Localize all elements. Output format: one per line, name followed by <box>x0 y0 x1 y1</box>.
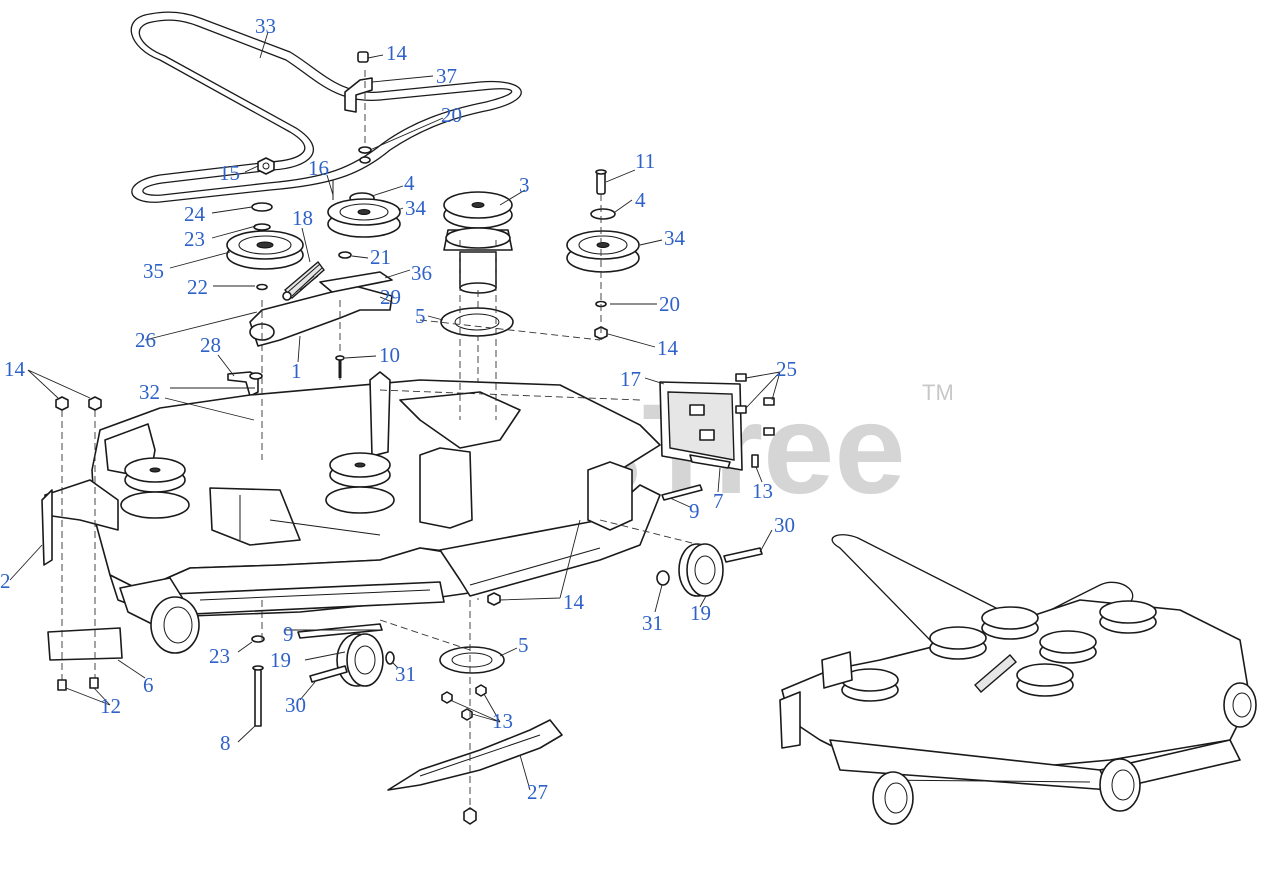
callout-5: 5 <box>518 633 529 657</box>
callout-31: 31 <box>642 611 663 635</box>
pulley-34-right <box>566 169 640 340</box>
callout-17: 17 <box>620 367 641 391</box>
assembly-guides <box>261 240 701 651</box>
callout-8: 8 <box>220 731 231 755</box>
spring-18 <box>282 260 325 301</box>
callout-7: 7 <box>713 489 724 513</box>
bolt-8 <box>251 635 265 727</box>
callout-numbers: 33 14 37 20 15 16 4 34 3 11 4 24 23 18 3… <box>0 14 797 804</box>
callout-30: 30 <box>774 513 795 537</box>
callout-3: 3 <box>519 173 530 197</box>
front-bracket-17 <box>659 373 775 471</box>
callout-10: 10 <box>379 343 400 367</box>
callout-5: 5 <box>415 304 426 328</box>
callout-4: 4 <box>635 188 646 212</box>
plate-36 <box>319 271 393 293</box>
callout-11: 11 <box>635 149 655 173</box>
callout-16: 16 <box>308 156 329 180</box>
assembled-deck-inset <box>779 534 1257 825</box>
bolt-icon <box>735 405 747 414</box>
bolt-28 <box>227 371 263 397</box>
callout-18: 18 <box>292 206 313 230</box>
skid-plate-6 <box>47 396 123 691</box>
bolt-icon <box>57 679 67 691</box>
idler-arm-1 <box>249 271 393 380</box>
callout-32: 32 <box>139 380 160 404</box>
callout-23: 23 <box>184 227 205 251</box>
callout-26: 26 <box>135 328 156 352</box>
nut-icon <box>55 396 69 411</box>
callout-30: 30 <box>285 693 306 717</box>
callout-24: 24 <box>184 202 206 226</box>
bolt-icon <box>735 373 747 382</box>
callout-6: 6 <box>143 673 154 697</box>
spindle-plate-5-upper <box>440 307 514 337</box>
callout-15: 15 <box>219 161 240 185</box>
callout-34: 34 <box>405 196 427 220</box>
callout-9: 9 <box>283 622 294 646</box>
washer-22 <box>256 283 268 291</box>
callout-37: 37 <box>436 64 457 88</box>
callout-14: 14 <box>563 590 585 614</box>
nut-icon <box>88 396 102 411</box>
pulley-34-middle <box>327 180 401 238</box>
callout-4: 4 <box>404 171 415 195</box>
callout-34: 34 <box>664 226 686 250</box>
callout-23: 23 <box>209 644 230 668</box>
callout-22: 22 <box>187 275 208 299</box>
callout-19: 19 <box>690 601 711 625</box>
drive-belt <box>130 11 522 203</box>
pin-10 <box>335 355 345 378</box>
spindle-3 <box>443 191 513 600</box>
callout-33: 33 <box>255 14 276 38</box>
watermark-tm: TM <box>922 380 954 405</box>
callout-2: 2 <box>0 569 11 593</box>
callout-36: 36 <box>411 261 432 285</box>
callout-28: 28 <box>200 333 221 357</box>
callout-27: 27 <box>527 780 548 804</box>
washer-23 <box>253 223 271 231</box>
callout-14: 14 <box>657 336 679 360</box>
callout-13: 13 <box>492 709 513 733</box>
idler-pulley-35 <box>226 230 304 270</box>
callout-9: 9 <box>689 499 700 523</box>
caster-wheel-left <box>119 577 200 654</box>
callout-14: 14 <box>4 357 26 381</box>
callout-1: 1 <box>291 359 302 383</box>
bolt-icon <box>763 397 775 406</box>
callout-25: 25 <box>776 357 797 381</box>
callout-35: 35 <box>143 259 164 283</box>
callout-31: 31 <box>395 662 416 686</box>
washer-24 <box>251 202 273 212</box>
callout-21: 21 <box>370 245 391 269</box>
blade-assembly <box>387 600 563 825</box>
callout-19: 19 <box>270 648 291 672</box>
nut-icon <box>357 51 369 63</box>
leader-lines <box>9 31 781 791</box>
washer-21 <box>338 251 352 259</box>
callout-12: 12 <box>100 694 121 718</box>
bolt-icon <box>763 427 775 436</box>
callout-20: 20 <box>441 103 462 127</box>
gauge-wheel-right <box>656 484 763 597</box>
gauge-wheel-lower <box>297 623 395 687</box>
callout-29: 29 <box>380 285 401 309</box>
bolt-icon <box>89 677 99 689</box>
nut-14-deck <box>487 592 501 606</box>
callout-13: 13 <box>752 479 773 503</box>
nut-15 <box>257 157 275 175</box>
callout-20: 20 <box>659 292 680 316</box>
bracket-37 <box>344 51 373 164</box>
mower-deck <box>41 371 661 617</box>
callout-14: 14 <box>386 41 408 65</box>
